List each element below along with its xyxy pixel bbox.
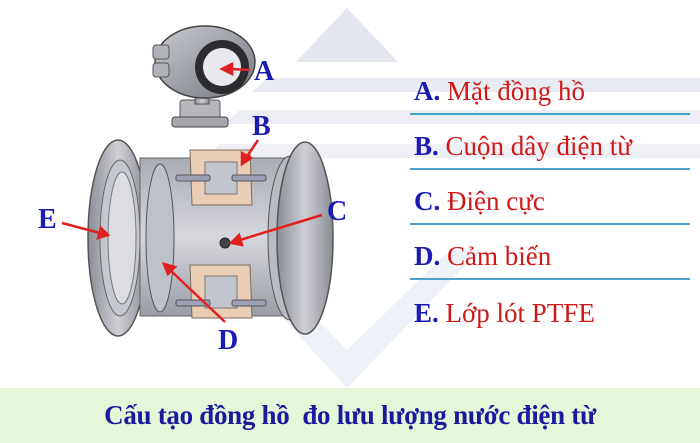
legend-key: D. [414, 241, 441, 271]
callout-a: A [254, 56, 275, 87]
flow-meter-illustration [61, 25, 334, 337]
legend-key: B. [414, 131, 439, 161]
legend-item-d: D. Cảm biến [410, 225, 690, 280]
callout-arrows [61, 61, 323, 323]
legend-key: C. [414, 186, 441, 216]
legend-label: Lớp lót PTFE [445, 298, 595, 328]
legend-key: A. [414, 76, 441, 106]
legend-item-a: A. Mặt đồng hồ [410, 60, 690, 115]
legend-item-b: B. Cuộn dây điện từ [410, 115, 690, 170]
legend: A. Mặt đồng hồ B. Cuộn dây điện từ C. Đi… [410, 60, 690, 335]
callout-b: B [252, 111, 271, 142]
caption-bar: Cấu tạo đồng hồ đo lưu lượng nước điện t… [0, 388, 700, 443]
legend-label: Mặt đồng hồ [447, 76, 585, 106]
legend-label: Điện cực [447, 186, 545, 216]
callout-d: D [218, 325, 239, 356]
legend-label: Cuộn dây điện từ [445, 131, 632, 161]
legend-key: E. [414, 298, 439, 328]
callout-e: E [38, 204, 57, 235]
transmitter-head [152, 25, 256, 128]
callout-c: C [327, 196, 348, 227]
legend-item-c: C. Điện cực [410, 170, 690, 225]
caption-title: Cấu tạo đồng hồ đo lưu lượng nước điện t… [104, 400, 596, 430]
watermark-logo [204, 8, 700, 388]
legend-label: Cảm biến [447, 241, 552, 271]
legend-item-e: E. Lớp lót PTFE [410, 280, 690, 335]
